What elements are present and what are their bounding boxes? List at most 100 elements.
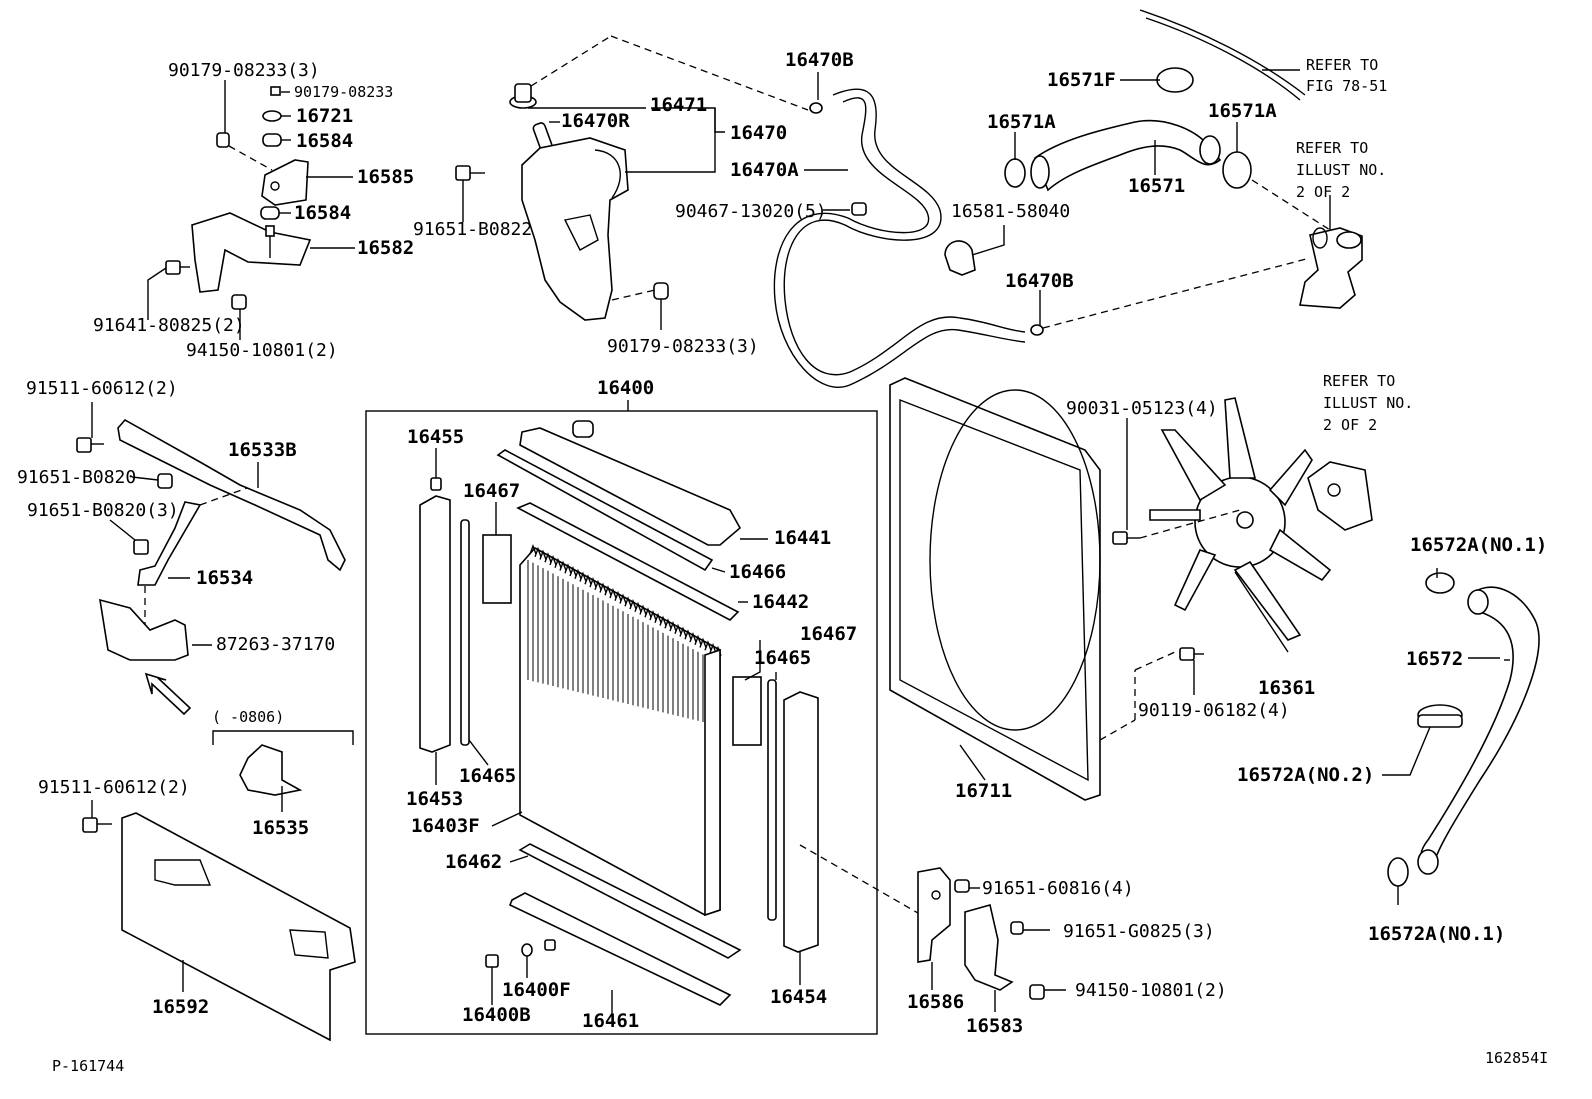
label-16571F: 16571F	[1047, 69, 1116, 91]
label-91511-60612-bottom: 91511-60612(2)	[38, 777, 190, 798]
core-header-tooth	[614, 590, 622, 601]
label-90467-13020: 90467-13020(5)	[675, 201, 827, 222]
core-header-tooth	[599, 582, 607, 593]
label-refer-illust-top-2: ILLUST NO.	[1296, 161, 1386, 179]
core-header-tooth	[564, 563, 572, 574]
label-16583: 16583	[966, 1015, 1023, 1037]
core-header-tooth	[639, 604, 647, 615]
radiator-stays	[76, 418, 356, 1042]
label-90031-05123: 90031-05123(4)	[1066, 398, 1218, 419]
label-16466: 16466	[729, 561, 786, 583]
label-16571: 16571	[1128, 175, 1185, 197]
label-16572A-no1-bottom: 16572A(NO.1)	[1368, 923, 1505, 945]
label-refer-illust-top-1: REFER TO	[1296, 139, 1368, 157]
core-header-tooth	[604, 585, 612, 596]
core-header-tooth	[669, 621, 677, 632]
label-16465b: 16465	[754, 647, 811, 669]
label-90179-08233-3b: 90179-08233(3)	[607, 336, 759, 357]
label-16470B-mid: 16470B	[1005, 270, 1074, 292]
label-16582: 16582	[357, 237, 414, 259]
label-87263-37170: 87263-37170	[216, 634, 335, 655]
core-fins	[527, 544, 722, 722]
overflow-hose	[773, 88, 1311, 388]
label-91651-G0825: 91651-G0825(3)	[1063, 921, 1215, 942]
label-91651-60816: 91651-60816(4)	[982, 878, 1134, 899]
label-91651-B0820: 91651-B0820	[17, 467, 136, 488]
label-refer-fig-line2: FIG 78-51	[1306, 77, 1387, 95]
core-header-tooth	[644, 607, 652, 618]
label-refer-fig-line1: REFER TO	[1306, 56, 1378, 74]
label-refer-illust-mid-2: ILLUST NO.	[1323, 394, 1413, 412]
core-header-tooth	[694, 634, 702, 645]
label-90179-08233: 90179-08233	[294, 83, 393, 101]
label-16571A-left: 16571A	[987, 111, 1056, 133]
label-16572A-no1-top: 16572A(NO.1)	[1410, 534, 1547, 556]
label-94150-10801b: 94150-10801(2)	[1075, 980, 1227, 1001]
core-header-tooth	[684, 629, 692, 640]
label-91511-60612-top: 91511-60612(2)	[26, 378, 178, 399]
core-header-tooth	[709, 643, 717, 654]
label-16584b: 16584	[294, 202, 351, 224]
leader-lines	[91, 69, 1510, 1015]
core-header-tooth	[649, 610, 657, 621]
fan-shroud	[889, 377, 1176, 801]
label-16467a: 16467	[463, 480, 520, 502]
core-header-tooth	[704, 640, 712, 651]
label-16470: 16470	[730, 122, 787, 144]
label-90119-06182: 90119-06182(4)	[1138, 700, 1290, 721]
label-16711: 16711	[955, 780, 1012, 802]
label-16453: 16453	[406, 788, 463, 810]
core-header-tooth	[629, 599, 637, 610]
label-16403F: 16403F	[411, 815, 480, 837]
label-16572A-no2: 16572A(NO.2)	[1237, 764, 1374, 786]
core-header-tooth	[679, 626, 687, 637]
core-header-tooth	[654, 612, 662, 623]
label-16455: 16455	[407, 426, 464, 448]
label-16592: 16592	[152, 996, 209, 1018]
label-16462: 16462	[445, 851, 502, 873]
core-header-tooth	[619, 593, 627, 604]
shroud-brackets	[799, 844, 1045, 1000]
label-91651-B0820-3: 91651-B0820(3)	[27, 500, 179, 521]
core-header-tooth	[559, 560, 567, 571]
label-16572: 16572	[1406, 648, 1463, 670]
core-header-tooth	[674, 623, 682, 634]
core-header-tooth	[549, 555, 557, 566]
footer-right-code: 162854I	[1485, 1049, 1548, 1067]
label-91641-80825: 91641-80825(2)	[93, 315, 245, 336]
cooling-fan	[1112, 397, 1373, 661]
radiator-assembly	[365, 400, 878, 1035]
bracket-assembly	[165, 86, 312, 310]
label-91651-B0822: 91651-B0822	[413, 219, 532, 240]
label-16442: 16442	[752, 591, 809, 613]
core-header-tooth	[579, 571, 587, 582]
core-header-tooth	[544, 552, 552, 563]
label-16441: 16441	[774, 527, 831, 549]
core-header-tooth	[554, 557, 562, 568]
core-header-tooth	[584, 574, 592, 585]
label-16533B: 16533B	[228, 439, 297, 461]
label-16400B: 16400B	[462, 1004, 531, 1026]
label-16584a: 16584	[296, 130, 353, 152]
core-header-tooth	[594, 579, 602, 590]
label-16721: 16721	[296, 105, 353, 127]
label-16461: 16461	[582, 1010, 639, 1032]
label-16471: 16471	[650, 94, 707, 116]
core-header-tooth	[539, 549, 547, 560]
label-16470B-top: 16470B	[785, 49, 854, 71]
reservoir-tank	[455, 35, 809, 321]
core-header-tooth	[699, 637, 707, 648]
core-header-tooth	[589, 577, 597, 588]
label-16535: 16535	[252, 817, 309, 839]
core-header-tooth	[624, 596, 632, 607]
lower-radiator-hose	[1387, 572, 1540, 887]
core-header-tooth	[569, 566, 577, 577]
upper-radiator-hose	[944, 9, 1363, 309]
label-16467b: 16467	[800, 623, 857, 645]
label-16571A-right: 16571A	[1208, 100, 1277, 122]
core-header-tooth	[634, 601, 642, 612]
label-16585: 16585	[357, 166, 414, 188]
label-16586: 16586	[907, 991, 964, 1013]
